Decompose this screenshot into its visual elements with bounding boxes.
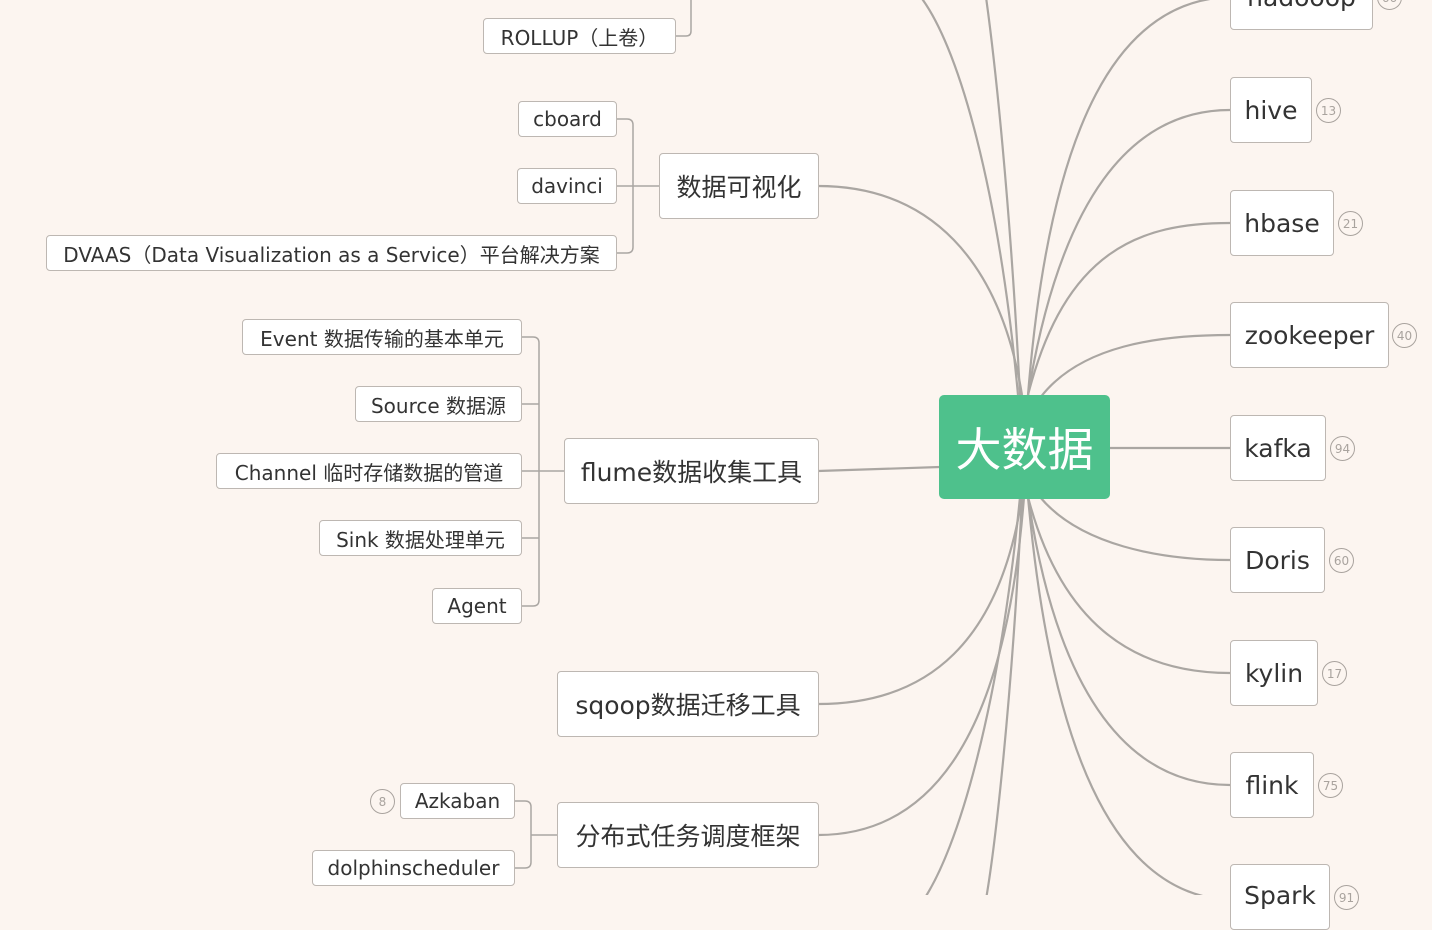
subtopic-dolphinscheduler[interactable]: dolphinscheduler	[312, 850, 515, 886]
topic-kafka[interactable]: kafka	[1230, 415, 1326, 481]
subtopic-source[interactable]: Source 数据源	[355, 386, 522, 422]
topic-kylin[interactable]: kylin	[1230, 640, 1318, 706]
topic-zookeeper[interactable]: zookeeper	[1230, 302, 1389, 368]
link-zookeeper	[1039, 333, 1231, 399]
count-badge[interactable]: 75	[1318, 773, 1343, 798]
link-kylin	[1026, 496, 1231, 675]
subtopic-channel[interactable]: Channel 临时存储数据的管道	[216, 453, 522, 489]
count-badge[interactable]: 21	[1338, 211, 1363, 236]
count-badge[interactable]: 40	[1392, 323, 1417, 348]
link-doris	[1039, 496, 1231, 562]
count-badge[interactable]: 94	[1330, 436, 1355, 461]
topic-hbase[interactable]: hbase	[1230, 190, 1334, 256]
count-badge[interactable]: 60	[1329, 548, 1354, 573]
subtopic-davinci[interactable]: davinci	[517, 168, 617, 204]
topic-doris[interactable]: Doris	[1230, 527, 1325, 593]
count-badge[interactable]: 17	[1322, 661, 1347, 686]
topic-data-visualization[interactable]: 数据可视化	[659, 153, 819, 219]
topic-sqoop[interactable]: sqoop数据迁移工具	[557, 671, 819, 737]
subtopic-agent[interactable]: Agent	[432, 588, 522, 624]
link-visualization	[817, 184, 1024, 396]
topic-task-scheduler[interactable]: 分布式任务调度框架	[557, 802, 819, 868]
count-badge[interactable]: 8	[370, 789, 395, 814]
link-scheduler	[817, 496, 1026, 837]
link-spark	[1026, 496, 1204, 895]
subtopic-rollup[interactable]: ROLLUP（上卷）	[483, 18, 676, 54]
topic-spark[interactable]: Spark	[1230, 864, 1330, 930]
link-hadooop	[1026, 0, 1212, 396]
link-hive	[1026, 108, 1231, 396]
count-badge[interactable]: 13	[1316, 98, 1341, 123]
link-flink	[1026, 496, 1231, 787]
link-hbase	[1026, 221, 1231, 396]
count-badge[interactable]: 91	[1334, 885, 1359, 910]
topic-hadooop[interactable]: hadooop	[1230, 0, 1373, 30]
subtopic-sink[interactable]: Sink 数据处理单元	[319, 520, 522, 556]
topic-hive[interactable]: hive	[1230, 77, 1312, 143]
subtopic-cboard[interactable]: cboard	[518, 101, 617, 137]
topic-flume[interactable]: flume数据收集工具	[564, 438, 819, 504]
subtopic-azkaban[interactable]: Azkaban	[400, 783, 515, 819]
link-flume	[817, 465, 941, 473]
subtopic-event[interactable]: Event 数据传输的基本单元	[242, 319, 522, 355]
subtopic-dvaas[interactable]: DVAAS（Data Visualization as a Service）平台…	[46, 235, 617, 271]
count-badge[interactable]: 66	[1377, 0, 1402, 10]
topic-flink[interactable]: flink	[1230, 752, 1314, 818]
root-topic[interactable]: 大数据	[939, 395, 1110, 499]
link-sqoop	[817, 496, 1024, 706]
